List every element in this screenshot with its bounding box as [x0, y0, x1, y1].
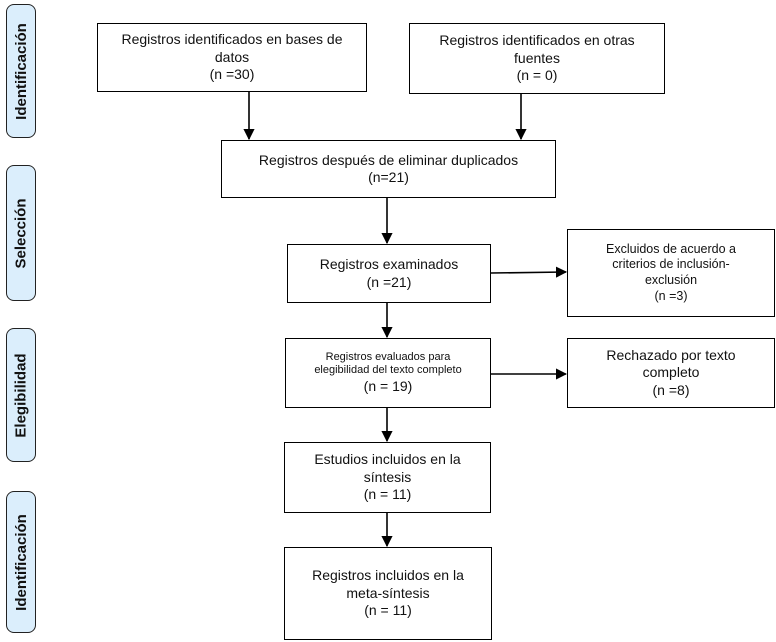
- box-text: meta-síntesis: [346, 584, 430, 601]
- box-count: (n = 11): [364, 602, 412, 619]
- box-text: Registros examinados: [319, 256, 459, 272]
- box-count: (n = 0): [516, 67, 558, 84]
- box-text: datos: [214, 48, 250, 65]
- arrow-screened-to-excluded: [490, 266, 568, 278]
- phase-label-eligibility: Elegibilidad: [6, 328, 36, 462]
- box-count: (n =8): [652, 381, 690, 398]
- box-text: Registros después de eliminar duplicados: [258, 151, 519, 168]
- box-text: Registros identificados en otras: [439, 32, 635, 49]
- box-meta-synthesis: Registros incluidos en la meta-síntesis …: [284, 547, 492, 640]
- box-after-duplicates: Registros después de eliminar duplicados…: [221, 140, 556, 198]
- phase-label-inclusion: Identificación: [6, 491, 36, 633]
- box-text: exclusión: [644, 273, 698, 287]
- box-count: (n = 11): [363, 486, 412, 503]
- box-excluded-criteria: Excluidos de acuerdo a criterios de incl…: [567, 229, 775, 317]
- box-text: Registros incluidos en la: [312, 567, 464, 584]
- box-records-screened: Registros examinados (n =21): [287, 244, 491, 303]
- box-text: Estudios incluidos en la: [314, 451, 461, 468]
- box-text: Registros identificados en bases de: [121, 31, 343, 48]
- box-count: (n = 19): [363, 378, 413, 394]
- box-studies-synthesis: Estudios incluidos en la síntesis (n = 1…: [284, 442, 491, 513]
- phase-label-selection: Selección: [6, 165, 36, 301]
- box-text: fuentes: [514, 49, 560, 66]
- box-records-other-sources: Registros identificados en otras fuentes…: [409, 23, 665, 94]
- box-count: (n =21): [366, 273, 412, 290]
- box-text: elegibilidad del texto completo: [314, 364, 462, 377]
- box-count: (n =3): [654, 288, 688, 303]
- box-count: (n =30): [209, 66, 255, 83]
- box-text: síntesis: [363, 468, 412, 485]
- box-text: Excluidos de acuerdo a: [606, 241, 736, 256]
- box-text: completo: [642, 364, 700, 381]
- box-count: (n=21): [368, 169, 409, 185]
- box-text: Rechazado por texto: [606, 346, 736, 363]
- box-text: Registros evaluados para: [325, 350, 451, 363]
- box-text: criterios de inclusión-: [612, 257, 730, 272]
- phase-label-identification: Identificación: [6, 4, 36, 138]
- box-rejected-full-text: Rechazado por texto completo (n =8): [567, 338, 775, 408]
- box-records-databases: Registros identificados en bases de dato…: [97, 23, 367, 92]
- box-full-text-eligibility: Registros evaluados para elegibilidad de…: [285, 338, 491, 408]
